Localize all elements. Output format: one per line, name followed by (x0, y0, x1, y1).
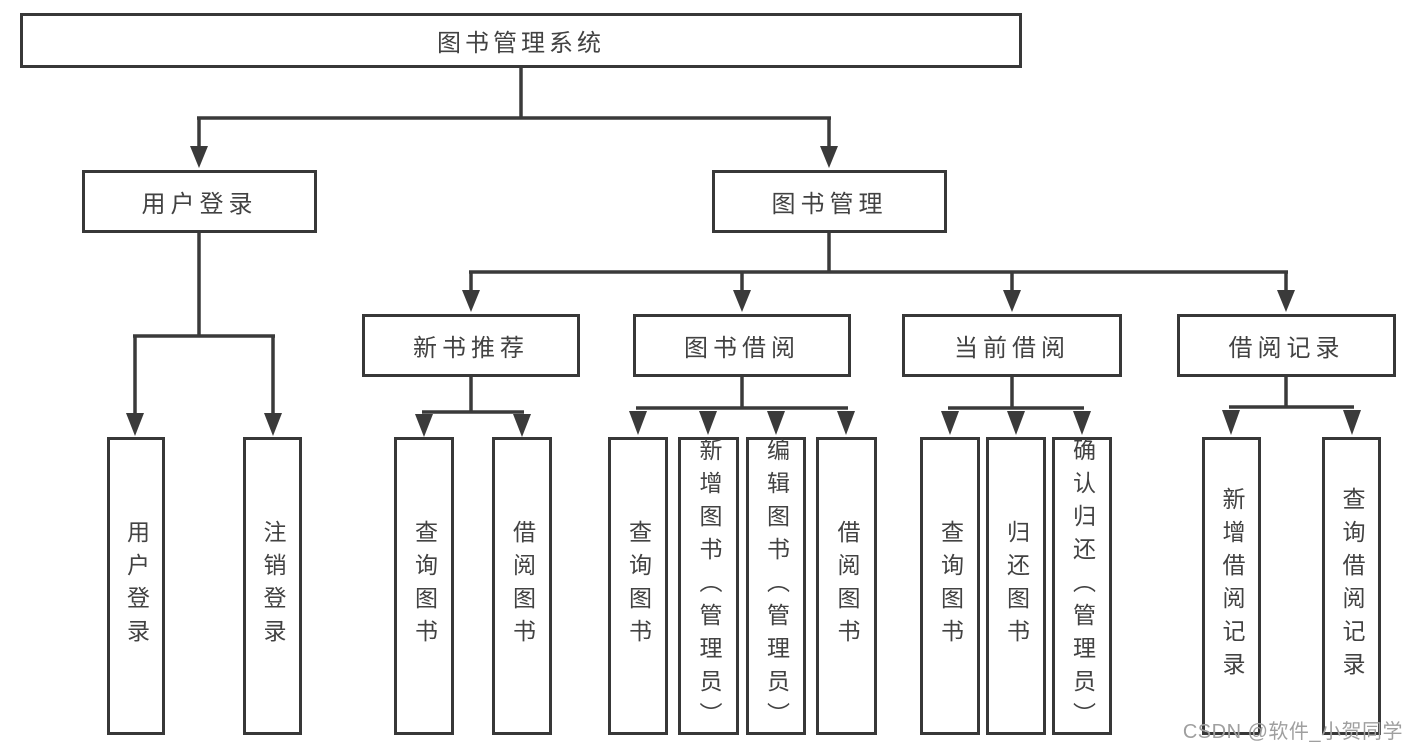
leaf-return-books: 归还图书 (986, 437, 1046, 735)
node-label: 新书推荐 (413, 335, 529, 362)
leaf-label: 编辑图书（管理员） (763, 437, 790, 735)
node-label: 图书管理系统 (437, 30, 605, 57)
node-borrow-records: 借阅记录 (1177, 314, 1396, 377)
leaf-borrow-books-recommend: 借阅图书 (492, 437, 552, 735)
leaf-add-borrow-record: 新增借阅记录 (1202, 437, 1261, 735)
leaf-label: 归还图书 (1003, 520, 1030, 652)
leaf-query-books-borrow: 查询图书 (608, 437, 668, 735)
node-user-login: 用户登录 (82, 170, 317, 233)
leaf-query-books-recommend: 查询图书 (394, 437, 454, 735)
leaf-label: 查询借阅记录 (1339, 487, 1365, 685)
node-current-borrow: 当前借阅 (902, 314, 1122, 377)
leaf-label: 查询图书 (937, 520, 964, 652)
leaf-label: 新增借阅记录 (1219, 487, 1245, 685)
leaf-query-books-current: 查询图书 (920, 437, 980, 735)
leaf-query-borrow-record: 查询借阅记录 (1322, 437, 1381, 735)
leaf-logout: 注销登录 (243, 437, 302, 735)
leaf-add-books-admin: 新增图书（管理员） (678, 437, 739, 735)
node-label: 当前借阅 (954, 335, 1070, 362)
leaf-label: 用户登录 (123, 520, 150, 652)
node-library-system: 图书管理系统 (20, 13, 1022, 68)
node-new-book-recommend: 新书推荐 (362, 314, 580, 377)
leaf-label: 查询图书 (411, 520, 438, 652)
watermark: CSDN @软件_小贺同学 (1182, 721, 1403, 743)
leaf-confirm-return-admin: 确认归还（管理员） (1052, 437, 1112, 735)
node-label: 图书管理 (771, 191, 888, 218)
leaf-label: 查询图书 (625, 520, 652, 652)
leaf-user-login: 用户登录 (107, 437, 165, 735)
leaf-label: 借阅图书 (509, 520, 536, 652)
leaf-label: 注销登录 (260, 520, 286, 652)
leaf-borrow-books: 借阅图书 (816, 437, 877, 735)
leaf-label: 确认归还（管理员） (1069, 437, 1096, 735)
node-book-management: 图书管理 (712, 170, 947, 233)
leaf-label: 借阅图书 (834, 520, 860, 652)
node-label: 图书借阅 (684, 335, 800, 362)
node-label: 借阅记录 (1228, 335, 1345, 362)
node-book-borrow: 图书借阅 (633, 314, 851, 377)
leaf-label: 新增图书（管理员） (696, 437, 722, 735)
node-label: 用户登录 (141, 191, 258, 218)
leaf-edit-books-admin: 编辑图书（管理员） (746, 437, 806, 735)
